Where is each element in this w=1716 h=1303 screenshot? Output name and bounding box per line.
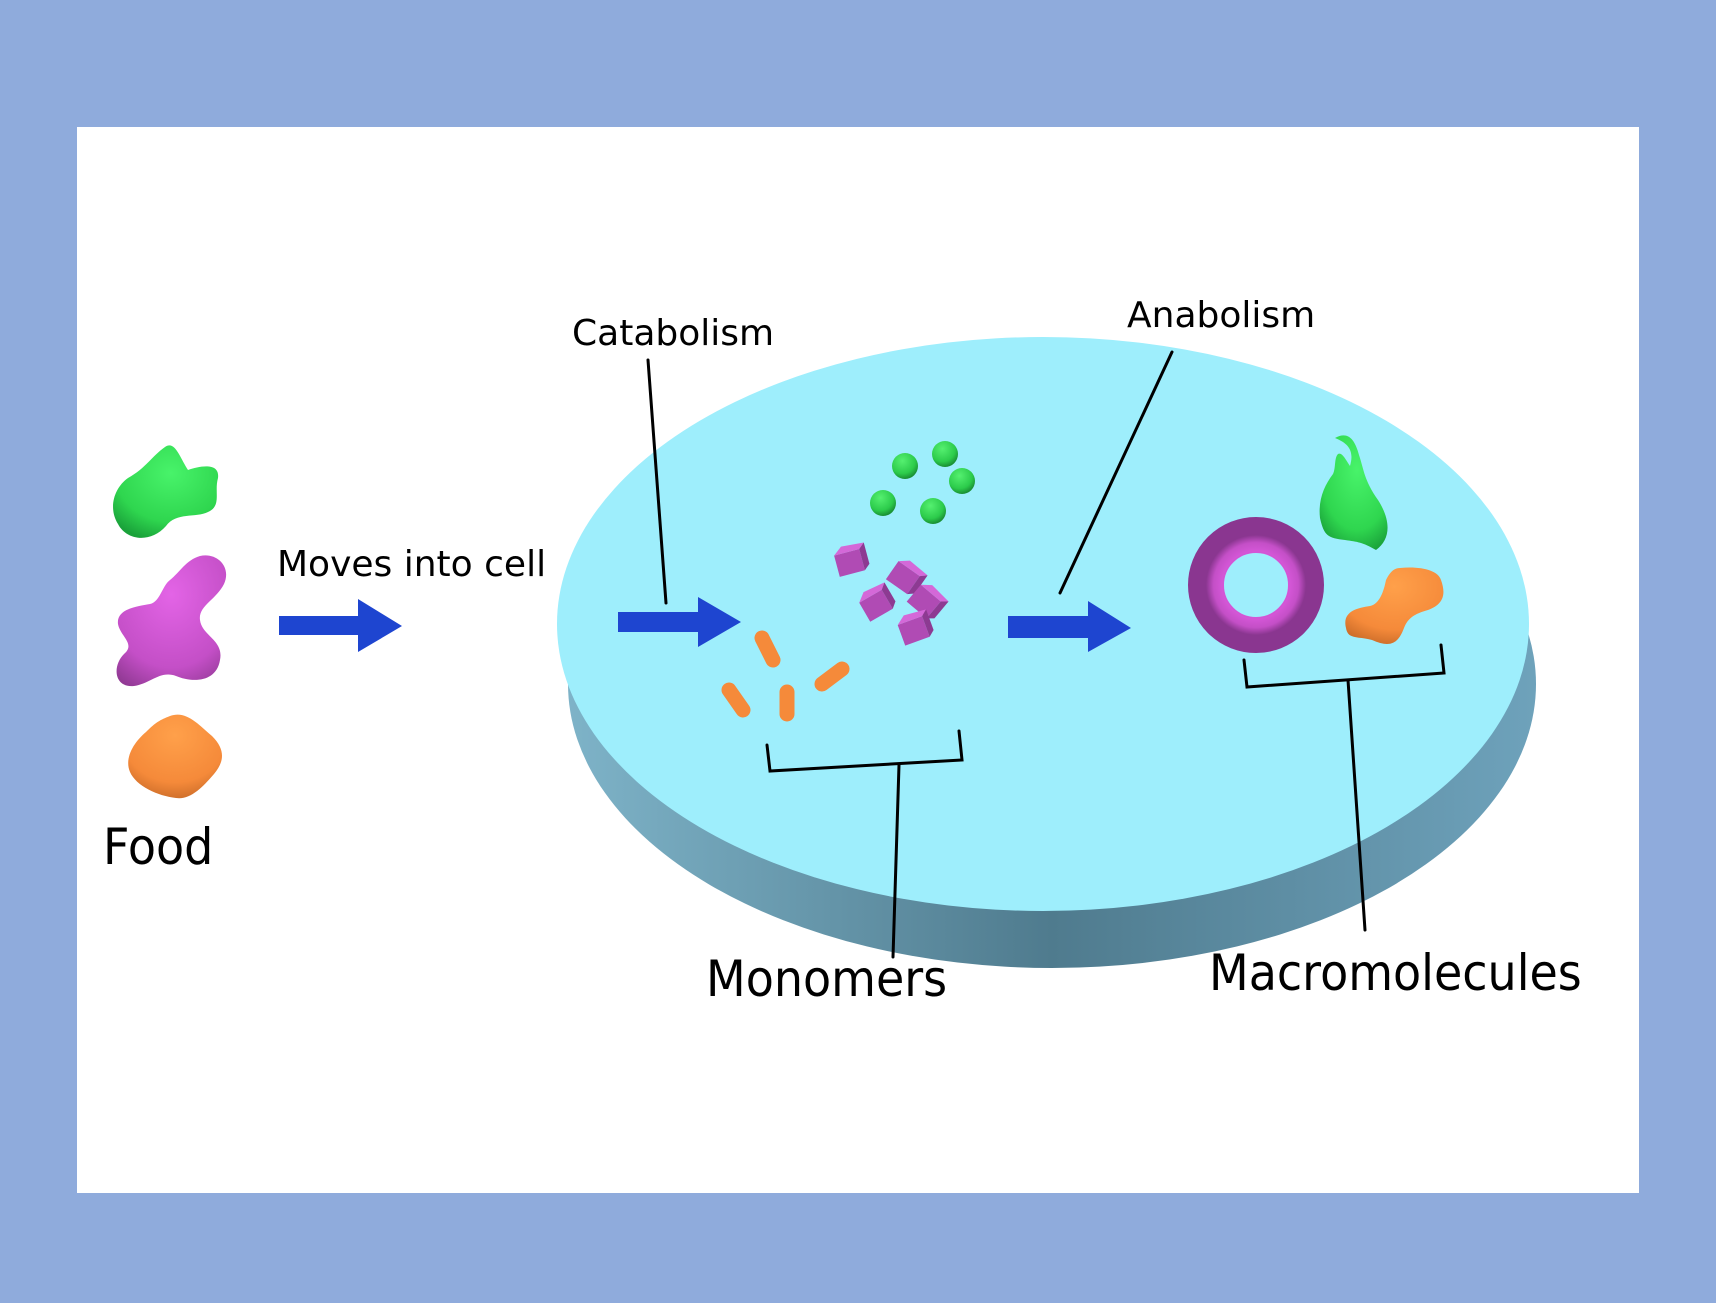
label-moves-into-cell: Moves into cell	[277, 544, 547, 585]
green-sphere	[920, 498, 946, 524]
purple-cube	[897, 609, 934, 646]
macromolecules-group	[1188, 435, 1444, 653]
orange-rod	[814, 661, 850, 692]
label-food: Food	[103, 818, 214, 876]
purple-cube	[834, 542, 870, 577]
orange-bowtie-shape	[1345, 567, 1444, 644]
anabolism-leader	[1058, 350, 1174, 595]
arrows	[279, 597, 1131, 652]
arrow-moves-into-cell	[279, 599, 402, 652]
green-pear-shape	[1319, 435, 1388, 550]
purple-cube	[859, 582, 896, 622]
purple-cube	[906, 584, 949, 619]
green-sphere	[892, 453, 918, 479]
label-macromolecules: Macromolecules	[1209, 944, 1582, 1002]
purple-cube	[885, 560, 928, 595]
green-food-blob	[113, 445, 219, 538]
leader-lines	[646, 350, 1446, 959]
purple-torus-outer	[1222, 551, 1290, 619]
label-catabolism: Catabolism	[572, 313, 775, 354]
macromolecules-bracket	[1242, 643, 1446, 689]
green-sphere	[949, 468, 975, 494]
monomers-bracket	[765, 729, 964, 773]
arrow-anabolism	[1008, 601, 1131, 652]
purple-torus	[1188, 517, 1324, 653]
food-group	[113, 445, 227, 799]
label-monomers: Monomers	[706, 950, 948, 1008]
purple-cubes	[834, 542, 949, 646]
orange-rod	[721, 682, 751, 718]
catabolism-leader	[646, 358, 668, 605]
purple-food-blob	[116, 555, 227, 687]
macromolecules-leader	[1346, 678, 1367, 932]
orange-rod	[754, 630, 781, 668]
green-spheres	[870, 441, 975, 524]
label-anabolism: Anabolism	[1127, 295, 1316, 336]
orange-food-blob	[128, 714, 222, 799]
green-sphere	[932, 441, 958, 467]
monomers-leader	[891, 763, 901, 959]
cell	[557, 337, 1536, 968]
green-sphere	[870, 490, 896, 516]
orange-rods	[721, 630, 850, 722]
arrow-catabolism	[618, 597, 741, 647]
